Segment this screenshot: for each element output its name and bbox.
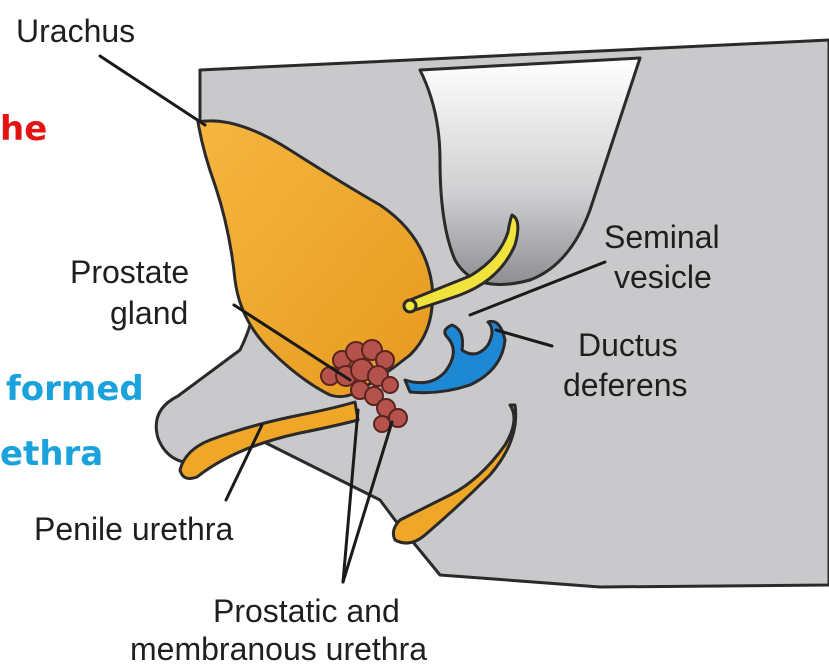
urachus-leader — [100, 56, 205, 125]
seminal-vesicle-opening — [404, 300, 416, 312]
label-ductus-line1: Ductus — [578, 327, 678, 363]
slide-fragment-red: he — [0, 109, 47, 149]
label-seminal-line2: vesicle — [614, 259, 712, 295]
label-seminal-line1: Seminal — [604, 219, 720, 255]
label-urachus: Urachus — [16, 13, 135, 49]
slide-fragment-blue-1: formed — [6, 369, 144, 409]
label-prostate-line2: gland — [110, 295, 188, 331]
label-prostatic-line1: Prostatic and — [213, 593, 400, 629]
label-penile-urethra: Penile urethra — [34, 511, 233, 547]
label-prostate-line1: Prostate — [70, 254, 189, 290]
label-prostatic-line2: membranous urethra — [130, 631, 427, 667]
slide-fragment-blue-2: ethra — [0, 434, 103, 474]
label-ductus-line2: deferens — [563, 367, 688, 403]
